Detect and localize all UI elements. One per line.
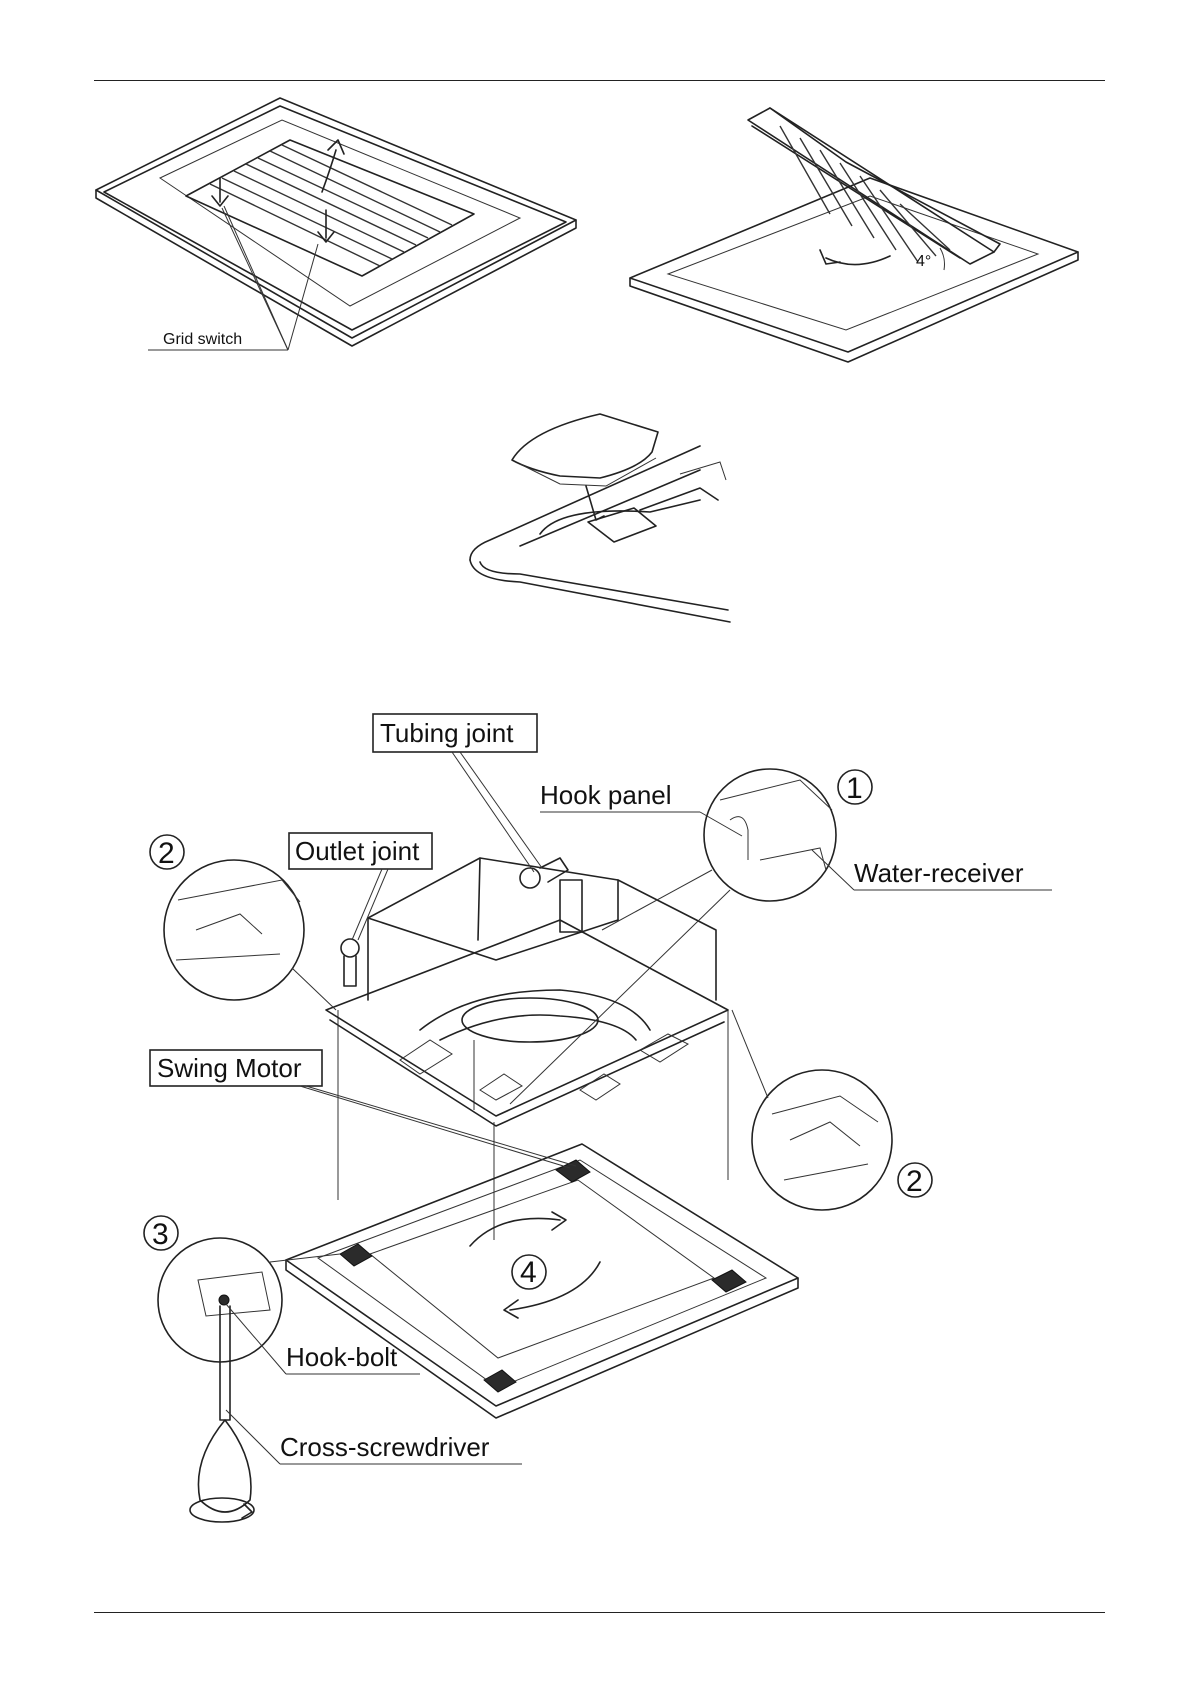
opening-angle-label: 4° bbox=[916, 253, 931, 270]
tubing-joint-label: Tubing joint bbox=[380, 718, 514, 748]
outlet-joint-label: Outlet joint bbox=[295, 836, 420, 866]
footer-rule bbox=[94, 1612, 1105, 1613]
figure-panel-opened: 4° bbox=[630, 108, 1078, 362]
grid-switch-label: Grid switch bbox=[163, 331, 242, 348]
step-3-number: 3 bbox=[152, 1218, 169, 1251]
swing-motor-label: Swing Motor bbox=[157, 1053, 302, 1083]
step-2-number-right: 2 bbox=[906, 1165, 923, 1198]
step-2-number-left: 2 bbox=[158, 837, 175, 870]
step-4-number: 4 bbox=[520, 1256, 537, 1289]
figure-cover-removal bbox=[470, 414, 730, 622]
water-receiver-label: Water-receiver bbox=[854, 858, 1024, 888]
hook-bolt-label: Hook-bolt bbox=[286, 1342, 398, 1372]
step-1-number: 1 bbox=[846, 772, 863, 805]
cross-screwdriver-label: Cross-screwdriver bbox=[280, 1432, 490, 1462]
figure-unit-assembly: 4 1 2 2 bbox=[144, 714, 1052, 1522]
hook-panel-label: Hook panel bbox=[540, 780, 672, 810]
